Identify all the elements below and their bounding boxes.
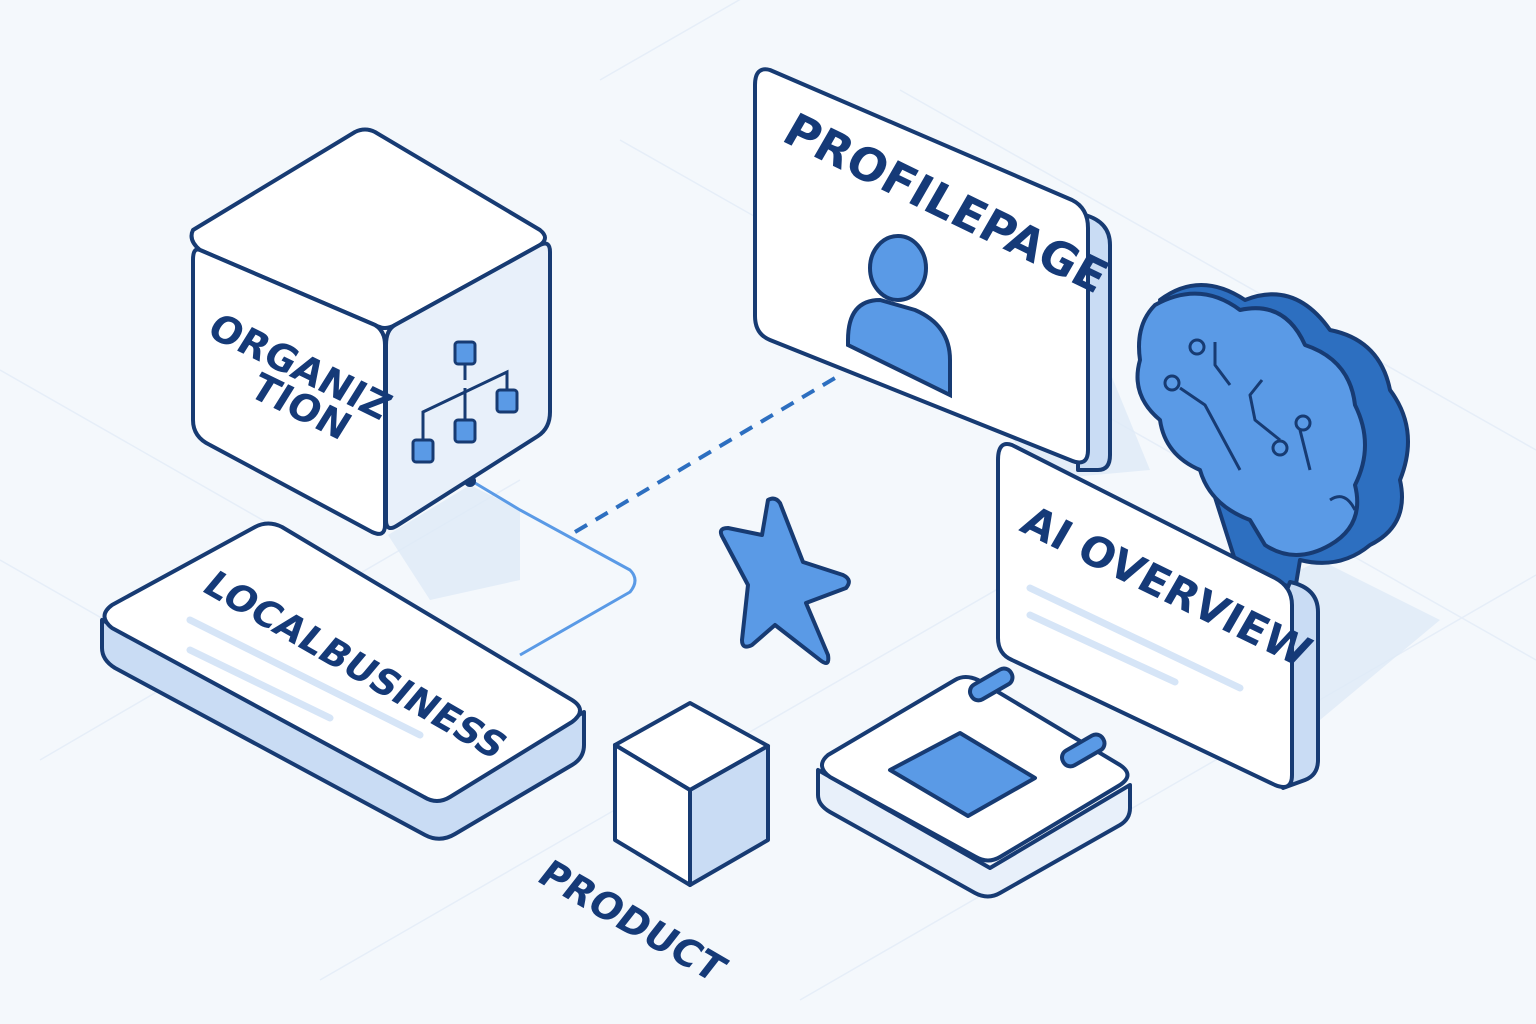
org-to-localbusiness-connector [469, 478, 637, 657]
org-chart-icon [411, 340, 519, 464]
dashed-connector [573, 376, 837, 534]
localbusiness-slab [100, 521, 586, 841]
calendar-card-side [816, 768, 1132, 899]
calendar-card-icon [816, 666, 1132, 899]
user-avatar-icon [846, 234, 952, 399]
localbusiness-text-lines [186, 616, 424, 739]
ai-overview-panel-front [996, 442, 1294, 789]
calendar-ring-right [1060, 732, 1107, 769]
star-icon [718, 496, 851, 665]
ai-overview-text-lines [1026, 584, 1244, 692]
organization-cube-front [191, 247, 387, 536]
product-cube-right [688, 744, 770, 887]
ai-overview-panel [996, 442, 1320, 790]
localbusiness-slab-top [102, 521, 582, 803]
calendar-square [888, 731, 1037, 818]
brain-circuit-icon [1135, 283, 1410, 592]
brain-front-layer [1135, 291, 1367, 557]
calendar-ring-left [968, 666, 1015, 703]
cube-icon [613, 701, 770, 887]
